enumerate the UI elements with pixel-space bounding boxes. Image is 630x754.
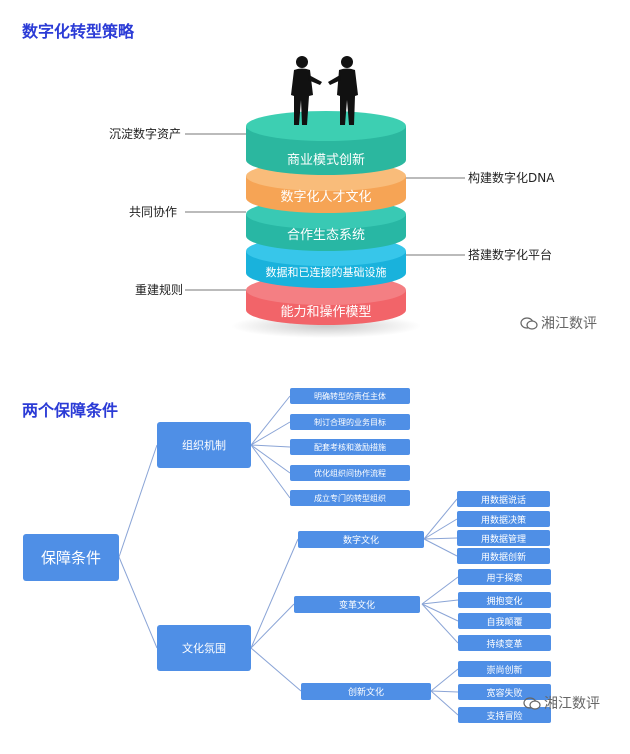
layer-label-talent: 数字化人才文化 [280,190,371,205]
culture-group-change: 变革文化 [294,596,420,613]
left-label: 重建规则 [135,282,183,297]
culture-item: 用数据管理 [457,530,550,546]
tree-connectors [118,395,459,716]
branch-culture: 文化氛围 [157,625,251,671]
culture-item: 用于探索 [458,569,551,585]
right-label: 搭建数字化平台 [468,247,552,262]
wechat-icon [520,316,538,330]
culture-item: 持续变革 [458,635,551,651]
culture-item: 崇尚创新 [458,661,551,677]
culture-item: 用数据决策 [457,511,550,527]
watermark-text: 湘江数评 [544,696,600,712]
org-item: 优化组织间协作流程 [290,465,410,481]
layer-business: 商业模式创新 [246,111,406,175]
watermark: 湘江数评 [520,313,597,333]
branch-org-mechanism: 组织机制 [157,422,251,468]
layer-label-infrastructure: 数据和已连接的基础设施 [266,265,387,279]
layer-label-business: 商业模式创新 [287,152,365,168]
org-item: 成立专门的转型组织 [290,490,410,506]
org-item: 制订合理的业务目标 [290,414,410,430]
left-label: 共同协作 [129,204,177,219]
culture-item: 拥抱变化 [458,592,551,608]
culture-group-digital: 数字文化 [298,531,424,548]
culture-item: 支持冒险 [458,707,551,723]
right-label: 构建数字化DNA [468,170,555,185]
watermark: 湘江数评 [523,693,600,713]
left-label: 沉淀数字资产 [109,126,181,141]
culture-item: 宽容失败 [458,684,551,700]
layer-label-ecosystem: 合作生态系统 [287,228,365,243]
section-title-guarantee: 两个保障条件 [22,401,119,420]
culture-item: 用数据创新 [457,548,550,564]
org-item: 配套考核和激励措施 [290,439,410,455]
layer-label-capability: 能力和操作模型 [280,304,371,320]
culture-item: 自我颠覆 [458,613,551,629]
watermark-text: 湘江数评 [541,316,597,332]
root-node: 保障条件 [23,534,119,581]
handshake-figures-icon [291,56,358,125]
wechat-icon [523,696,541,710]
org-item: 明确转型的责任主体 [290,388,410,404]
culture-item: 用数据说话 [457,491,550,507]
culture-group-innovation: 创新文化 [301,683,431,700]
section-title-strategy: 数字化转型策略 [22,22,135,41]
